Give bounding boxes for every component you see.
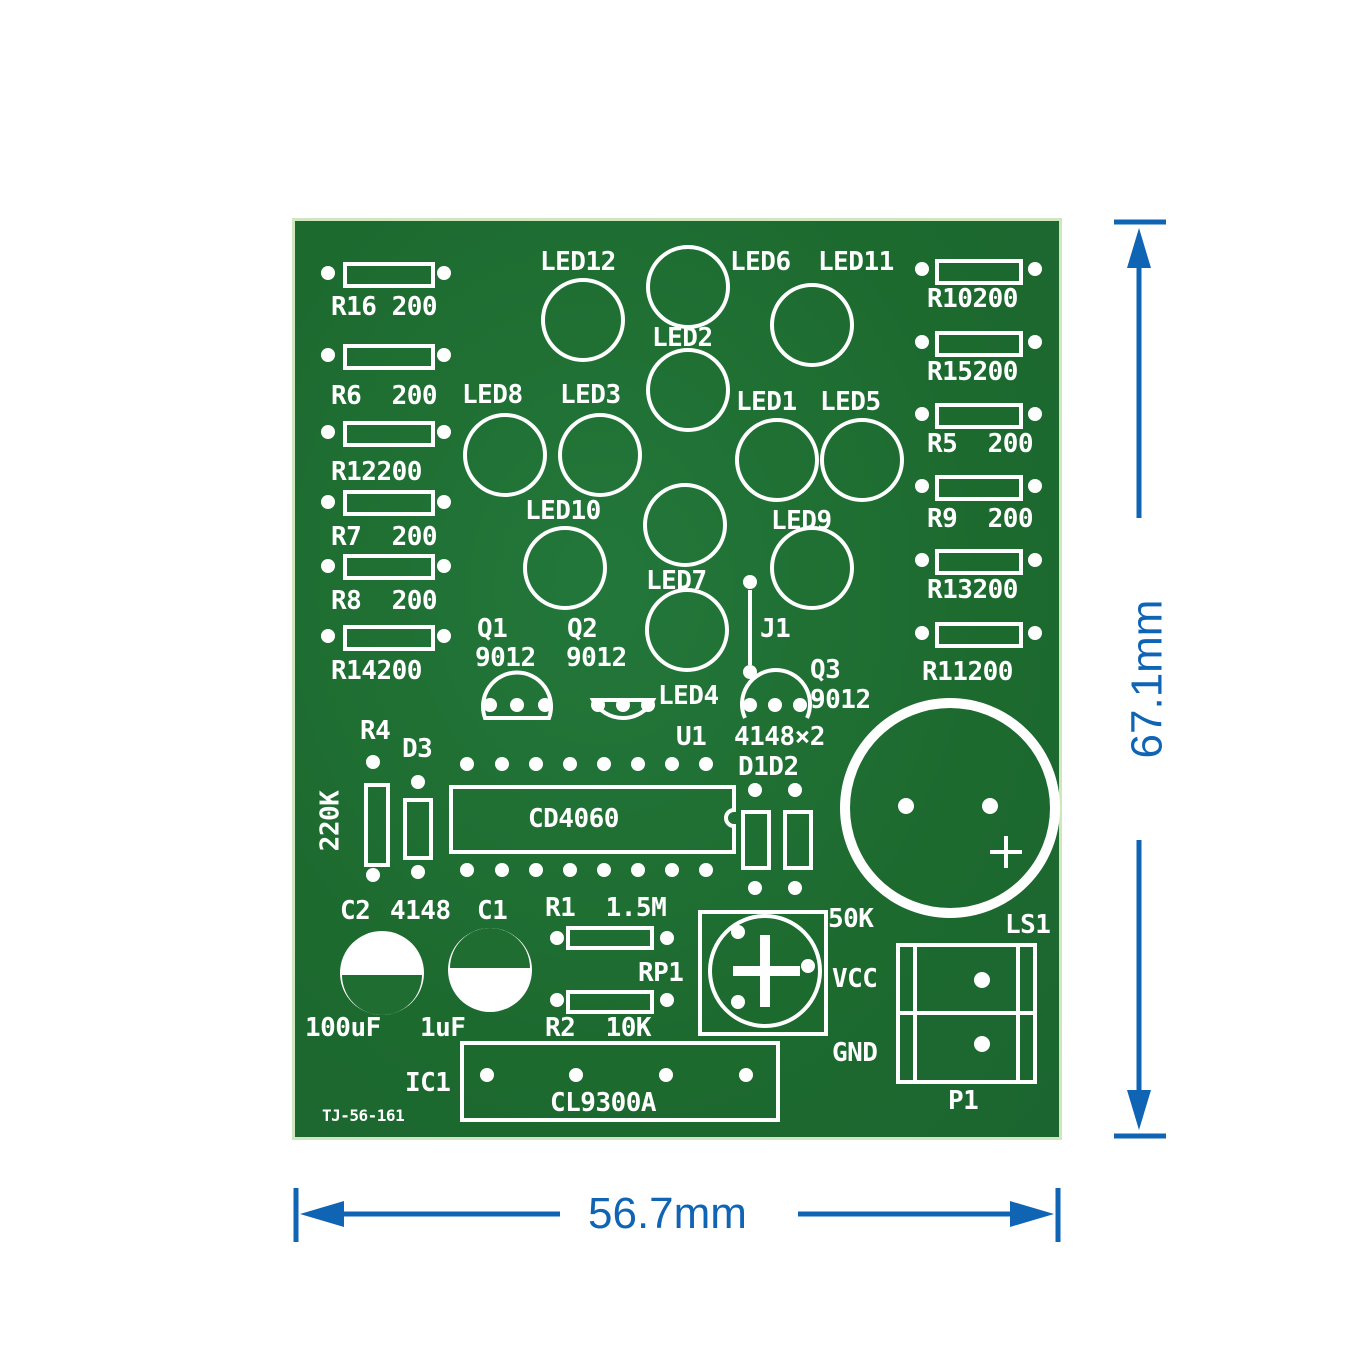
led-label-led4: LED4 [658,681,719,711]
diode-label-d3: D3 [402,734,433,764]
led-label-led3: LED3 [560,380,621,410]
resistor-label-r8: R8 200 [331,586,438,616]
led-label-led6: LED6 [730,247,791,277]
connector-ref-p1: P1 [948,1086,979,1116]
ic-ref-u1: U1 [676,722,707,752]
transistor-ref-q1: Q1 [477,614,508,644]
resistor-label-r14: R14200 [331,656,422,686]
resistor-label-r6: R6 200 [331,381,438,411]
led-label-led8: LED8 [462,380,523,410]
resistor-value-r4: 220K [315,790,346,852]
pot-value: 50K [828,904,874,934]
led-label-led7: LED7 [646,566,707,596]
resistor-label-r7: R7 200 [331,522,438,552]
diode-label-d1d2: D1D2 [738,752,799,782]
resistor-label-r10: R10200 [927,284,1018,314]
led-label-led10: LED10 [525,496,601,526]
led-label-led12: LED12 [540,247,616,277]
diode-part-d3: 4148 [390,896,451,926]
led-label-led11: LED11 [818,247,894,277]
led-label-led2: LED2 [652,323,713,353]
diode-part-d1d2: 4148×2 [734,722,825,752]
resistor-label-r15: R15200 [927,357,1018,387]
transistor-value-q3: 9012 [810,685,871,715]
connector-pin-gnd: GND [832,1038,878,1068]
pot-ref-rp1: RP1 [638,958,684,988]
capacitor-value-c2: 100uF [305,1013,381,1043]
speaker-ref-ls1: LS1 [1005,910,1051,940]
resistor-label-r1: R1 1.5M [545,893,667,923]
led-label-led1: LED1 [736,387,797,417]
transistor-ref-q3: Q3 [810,655,841,685]
resistor-label-r5: R5 200 [927,429,1034,459]
ic-part-cd4060: CD4060 [528,804,619,834]
board-code: TJ-56-161 [322,1106,405,1125]
led-label-led9: LED9 [771,506,832,536]
transistor-value-q2: 9012 [566,643,627,673]
resistor-label-r16: R16 200 [331,292,438,322]
resistor-label-r11: R11200 [922,657,1013,687]
width-dimension-label: 56.7mm [588,1189,747,1238]
resistor-label-r2: R2 10K [545,1013,652,1043]
connector-pin-vcc: VCC [832,964,878,994]
resistor-label-r9: R9 200 [927,504,1034,534]
transistor-ref-q2: Q2 [567,614,598,644]
capacitor-ref-c2: C2 [340,896,371,926]
ic-part-cl9300a: CL9300A [550,1088,657,1118]
led-label-led5: LED5 [820,387,881,417]
jumper-label-j1: J1 [760,614,791,644]
transistor-value-q1: 9012 [475,643,536,673]
resistor-label-r12: R12200 [331,457,422,487]
resistor-label-r4: R4 [360,716,391,746]
resistor-label-r13: R13200 [927,575,1018,605]
capacitor-value-c1: 1uF [420,1013,466,1043]
ic-ref-ic1: IC1 [405,1068,451,1098]
height-dimension-label: 67.1mm [1122,599,1172,759]
capacitor-ref-c1: C1 [477,896,508,926]
